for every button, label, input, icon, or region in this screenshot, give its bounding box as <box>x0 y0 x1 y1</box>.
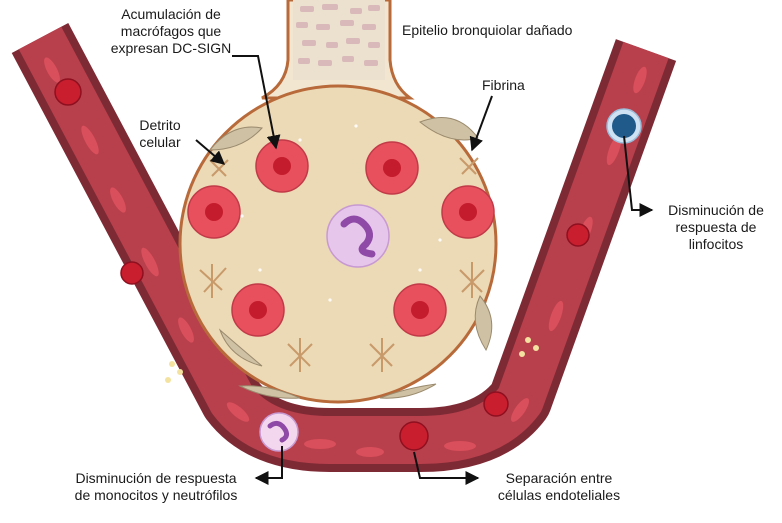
lymphocyte <box>606 108 642 144</box>
fibrin <box>199 157 485 372</box>
label-monocytes: Disminución de respuesta de monocitos y … <box>74 470 238 503</box>
label-debris: Detrito celular <box>139 117 181 150</box>
macrophages <box>187 139 495 337</box>
neutrophil-vessel <box>259 412 299 452</box>
blood-vessel <box>11 23 677 472</box>
endothelial-gap-cell <box>399 421 429 451</box>
label-fibrin: Fibrina <box>482 77 525 93</box>
label-lymphocytes: Disminución de respuesta de linfocitos <box>668 202 764 252</box>
annotation-arrows <box>195 55 654 485</box>
label-epithelium: Epitelio bronquiolar dañado <box>402 22 573 38</box>
label-endothelial: Separación entre células endoteliales <box>497 470 621 503</box>
label-macrophages: Acumulación de macrófagos que expresan D… <box>110 6 232 56</box>
platelets <box>165 337 539 383</box>
bronchiolar-epithelium <box>261 0 415 100</box>
neutrophil-alveolus <box>326 204 390 268</box>
red-blood-cells <box>54 78 590 417</box>
alveolus <box>178 84 498 404</box>
